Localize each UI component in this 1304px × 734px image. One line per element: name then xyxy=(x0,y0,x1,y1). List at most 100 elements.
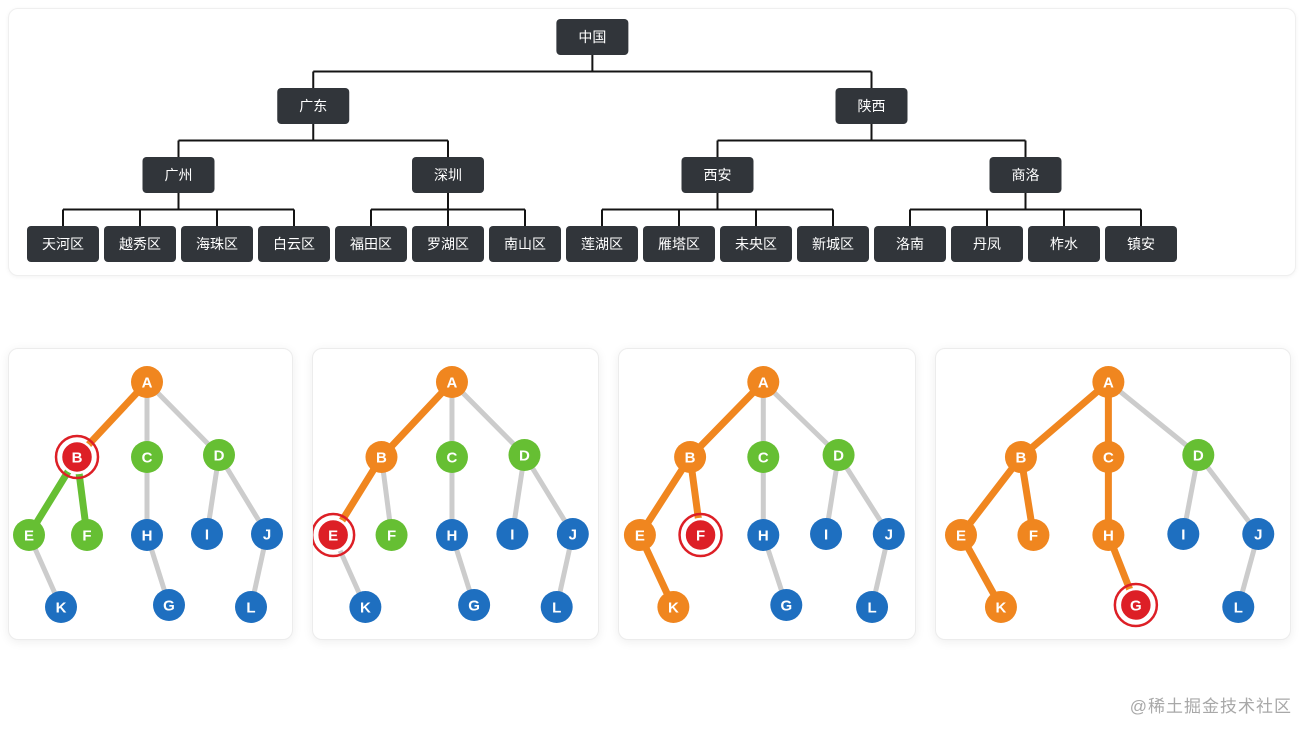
tree-node-J: J xyxy=(872,518,905,550)
tree-node-A: A xyxy=(131,366,163,398)
tree-node-I: I xyxy=(496,518,529,550)
org-node: 莲湖区 xyxy=(566,226,638,262)
node-circle xyxy=(856,591,889,623)
org-node-label: 洛南 xyxy=(896,236,924,252)
tree-node-A: A xyxy=(435,366,468,398)
node-label: J xyxy=(1254,526,1262,543)
node-label: E xyxy=(24,527,34,544)
tree-node-L: L xyxy=(235,591,267,623)
node-circle xyxy=(191,518,223,550)
node-circle xyxy=(872,518,905,550)
org-node: 福田区 xyxy=(335,226,407,262)
node-circle xyxy=(59,439,95,475)
tree-node-J: J xyxy=(1242,518,1275,550)
node-circle xyxy=(1222,591,1255,623)
tree-node-L: L xyxy=(540,591,573,623)
node-label: I xyxy=(1181,526,1185,543)
tree-node-H: H xyxy=(747,519,780,551)
node-circle xyxy=(1092,366,1125,398)
node-circle xyxy=(944,519,977,551)
node-label: I xyxy=(824,526,828,543)
org-connectors xyxy=(62,55,1142,226)
node-label: L xyxy=(1234,599,1243,616)
tree-node-L: L xyxy=(1222,591,1255,623)
node-circle xyxy=(770,589,803,621)
node-circle xyxy=(556,518,589,550)
node-label: L xyxy=(552,599,561,616)
node-circle xyxy=(623,519,656,551)
org-node: 西安 xyxy=(681,157,754,193)
node-label: E xyxy=(328,527,338,544)
org-node-box xyxy=(874,226,946,262)
edge-A-B xyxy=(686,378,767,461)
tree-node-C: C xyxy=(435,441,468,473)
org-node-box xyxy=(643,226,715,262)
node-label: G xyxy=(468,597,480,614)
node-circle xyxy=(13,519,45,551)
tree-node-F: F xyxy=(71,519,103,551)
node-circle xyxy=(747,366,780,398)
org-node-label: 天河区 xyxy=(42,236,84,252)
org-node-label: 西安 xyxy=(704,167,732,183)
node-circle xyxy=(657,591,690,623)
org-node-label: 广东 xyxy=(299,98,327,114)
org-node-box xyxy=(566,226,638,262)
org-connector xyxy=(602,193,833,211)
node-label: L xyxy=(246,599,255,616)
tree-node-A: A xyxy=(747,366,780,398)
org-node: 镇安 xyxy=(1105,226,1177,262)
org-node: 广州 xyxy=(142,157,215,193)
node-circle xyxy=(235,591,267,623)
tree-node-I: I xyxy=(810,518,843,550)
org-node-label: 福田区 xyxy=(350,236,392,252)
org-node-label: 莲湖区 xyxy=(581,236,623,252)
node-label: C xyxy=(758,449,769,466)
tree-node-H: H xyxy=(131,519,163,551)
org-node-label: 罗湖区 xyxy=(427,236,469,252)
edge-A-B xyxy=(1017,378,1112,461)
edge-D-J xyxy=(1195,452,1261,537)
org-node: 白云区 xyxy=(258,226,330,262)
tree-node-H: H xyxy=(1092,519,1125,551)
node-label: F xyxy=(1029,527,1038,544)
node-label: A xyxy=(447,374,458,391)
node-label: D xyxy=(519,447,530,464)
tree-node-G: G xyxy=(458,589,491,621)
node-label: I xyxy=(205,526,209,543)
node-label: C xyxy=(142,449,153,466)
tree-node-C: C xyxy=(1092,441,1125,473)
node-circle xyxy=(1182,439,1215,471)
org-node: 越秀区 xyxy=(104,226,176,262)
node-circle xyxy=(984,591,1017,623)
org-node-label: 丹凤 xyxy=(973,236,1001,252)
node-label: H xyxy=(142,527,153,544)
tree-node-B: B xyxy=(674,441,707,473)
node-circle xyxy=(674,441,707,473)
node-label: F xyxy=(387,527,396,544)
org-connector xyxy=(717,124,1026,142)
node-label: F xyxy=(82,527,91,544)
tree-node-F: F xyxy=(375,519,408,551)
org-node: 陕西 xyxy=(835,88,908,124)
org-node-label: 未央区 xyxy=(735,236,777,252)
node-circle xyxy=(153,589,185,621)
tree-node-F: F xyxy=(1017,519,1050,551)
org-node-box xyxy=(556,19,629,55)
tree-node-L: L xyxy=(856,591,889,623)
node-circle xyxy=(1017,519,1050,551)
node-label: A xyxy=(142,374,153,391)
tree-node-D: D xyxy=(203,439,235,471)
org-node: 罗湖区 xyxy=(412,226,484,262)
node-circle xyxy=(1118,587,1154,623)
org-node-box xyxy=(681,157,754,193)
node-label: K xyxy=(56,599,67,616)
tree-node-G: G xyxy=(770,589,803,621)
org-node-box xyxy=(258,226,330,262)
org-node: 雁塔区 xyxy=(643,226,715,262)
node-circle xyxy=(435,366,468,398)
org-node: 丹凤 xyxy=(951,226,1023,262)
